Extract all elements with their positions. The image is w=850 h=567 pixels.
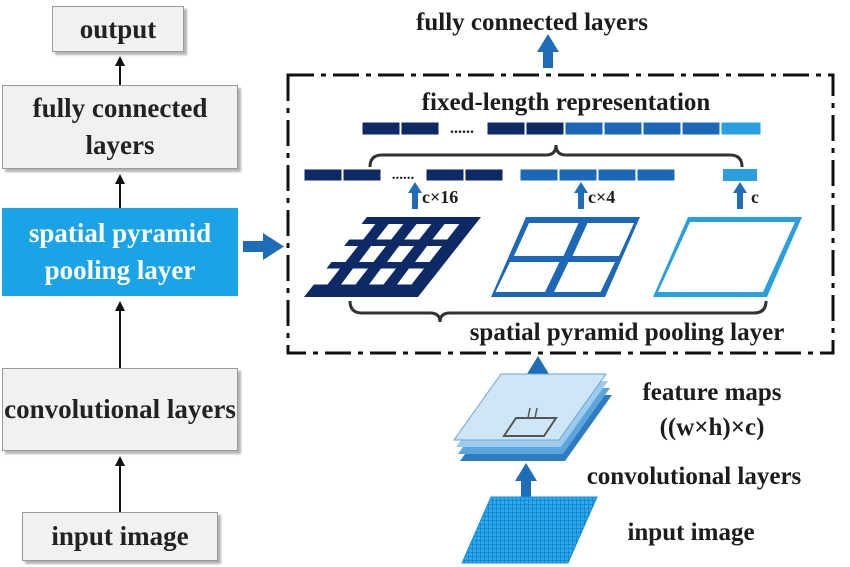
feature-maps-stack (453, 373, 612, 461)
input-image-box: input image (22, 512, 218, 561)
convolutional-label: convolutional layers (4, 394, 236, 424)
input-image-label: input image (51, 521, 189, 551)
top-brace (368, 144, 744, 168)
expand-arrow-icon (243, 233, 284, 260)
pool-grid-1x1 (653, 217, 802, 297)
dots-level-16: ...... (392, 167, 415, 183)
pool-grid-4x4 (304, 217, 481, 297)
input-image-detail-label: input image (627, 519, 754, 546)
bin-label-1: c (751, 187, 759, 207)
fully-connected-box: fully connected layers (2, 85, 238, 169)
output-box: output (52, 6, 184, 52)
bottom-brace (348, 300, 768, 323)
top-fc-label: fully connected layers (416, 9, 648, 36)
fixed-length-label: fixed-length representation (422, 89, 711, 116)
feature-maps-dims: ((w×h)×c) (660, 414, 765, 441)
convolutional-box: convolutional layers (2, 368, 238, 451)
spp-layer-label: spatial pyramid pooling layer (28, 218, 212, 285)
spp-detail-frame (286, 73, 835, 355)
pool-grid-2x2 (491, 217, 640, 297)
level-4-vector (519, 168, 676, 182)
bin-label-4: c×4 (588, 187, 615, 207)
fully-connected-label: fully connected layers (32, 93, 208, 160)
spp-bottom-label: spatial pyramid pooling layer (470, 319, 785, 346)
bin-arrows (408, 182, 747, 209)
spp-layer-box: spatial pyramid pooling layer (2, 208, 238, 296)
feature-maps-label: feature maps (642, 379, 781, 406)
output-label: output (79, 13, 157, 44)
conv-layers-label: convolutional layers (587, 463, 802, 490)
input-up-arrow-icon (515, 463, 537, 520)
fixed-length-vector (361, 121, 762, 136)
dots-top: ...... (450, 120, 474, 137)
level-16-vector (303, 168, 504, 182)
fm-up-arrow-icon (527, 356, 549, 406)
level-1-vector (723, 169, 757, 181)
bin-label-16: c×16 (422, 187, 458, 207)
up-arrow-icon (537, 34, 559, 68)
input-image-mesh (461, 496, 598, 564)
